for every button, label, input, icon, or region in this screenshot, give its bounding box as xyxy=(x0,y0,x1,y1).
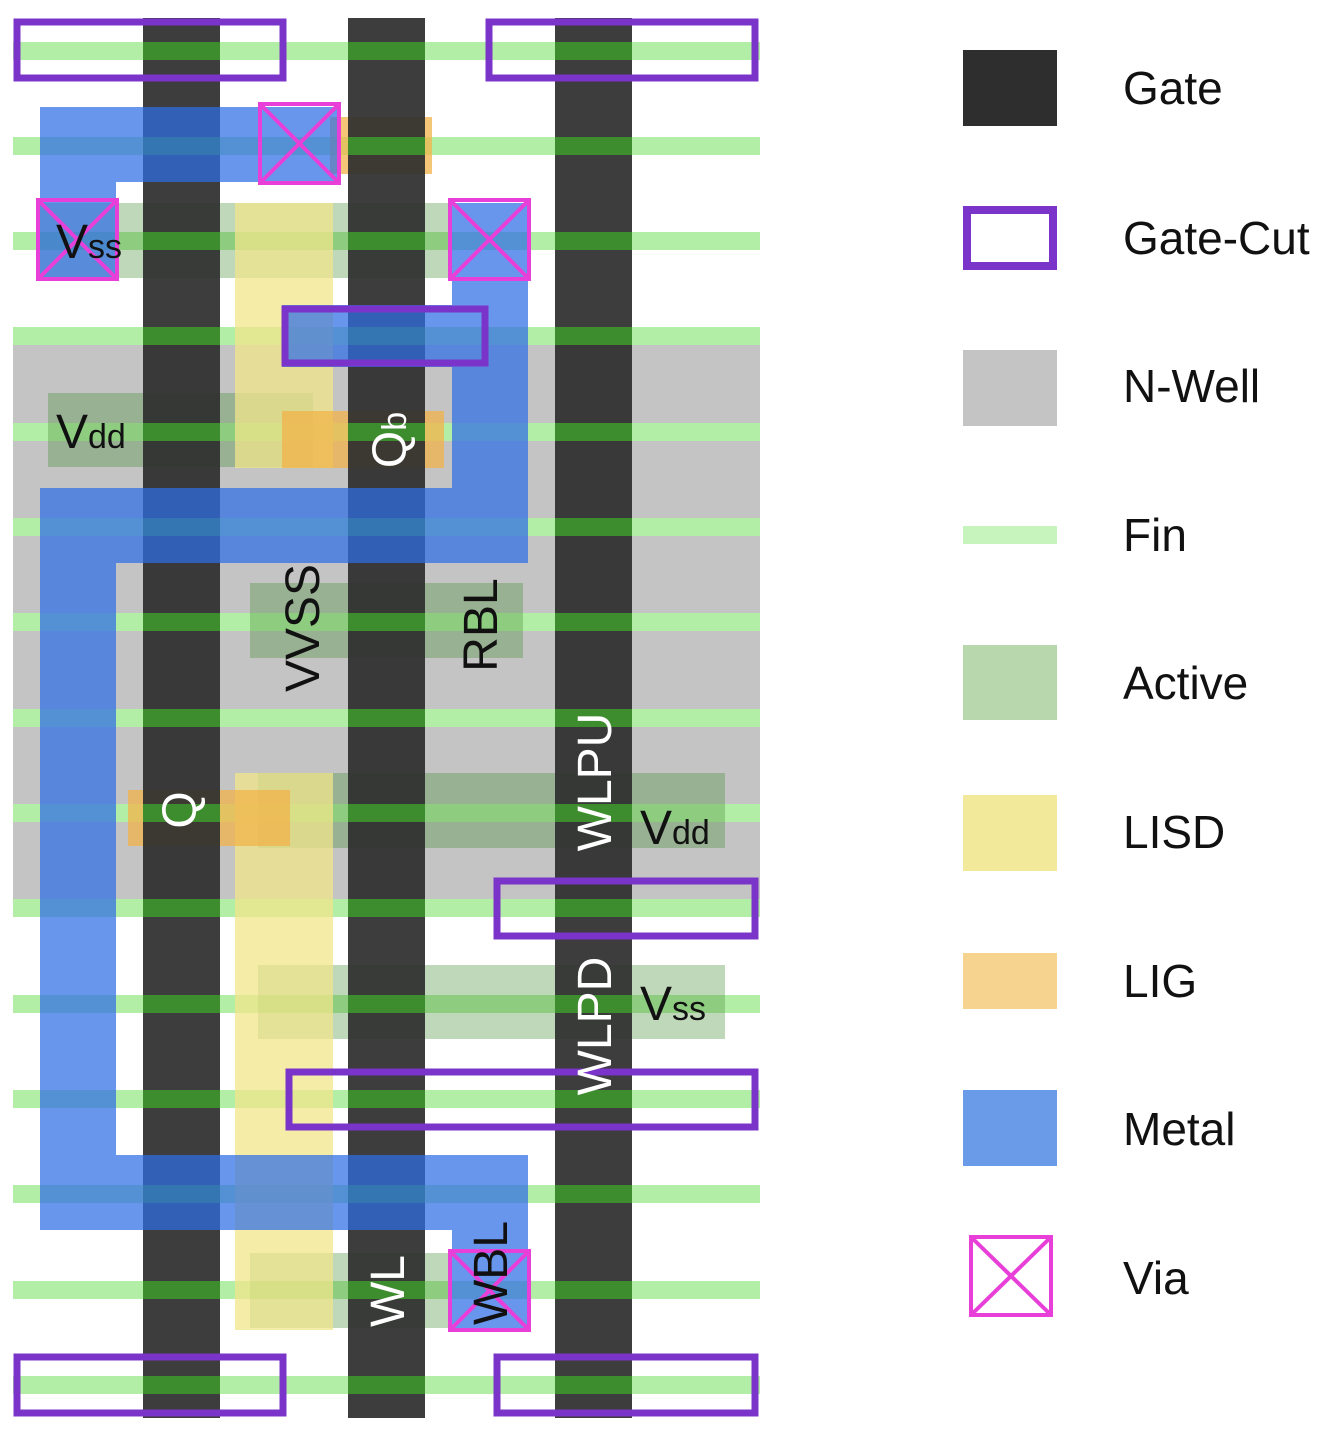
fin-gate-channel xyxy=(555,1281,632,1299)
active-region xyxy=(258,773,725,848)
gate-cut xyxy=(493,877,759,940)
gate-cut xyxy=(13,18,287,82)
label-vss-right: Vss xyxy=(640,978,706,1031)
legend-label-gate-cut: Gate-Cut xyxy=(1123,212,1310,264)
label-vvss: VVSS xyxy=(277,564,330,692)
gate-cut-layer xyxy=(13,18,759,1417)
label-wbl: WBL xyxy=(465,1221,518,1325)
fin-gate-channel xyxy=(555,327,632,345)
fin-gate-channel xyxy=(555,613,632,631)
fin-gate-channel xyxy=(348,42,425,60)
fin-gate-channel xyxy=(555,1185,632,1203)
label-qb: Qb xyxy=(364,412,417,468)
fin-gate-channel xyxy=(348,899,425,917)
via xyxy=(258,102,341,185)
fin-gate-channel xyxy=(143,327,220,345)
active-swatch xyxy=(963,645,1057,720)
legend-label-nwell: N-Well xyxy=(1123,360,1260,412)
legend-label-fin: Fin xyxy=(1123,509,1187,561)
metal-line xyxy=(40,488,528,563)
label-rbl: RBL xyxy=(455,578,508,671)
fin-gate-channel xyxy=(143,232,220,250)
label-wlpu: WLPU xyxy=(569,713,622,852)
fin-gate-channel xyxy=(143,995,220,1013)
fin-gate-channel xyxy=(348,804,425,822)
fin-gate-channel xyxy=(348,1090,425,1108)
fin-gate-channel xyxy=(348,423,425,441)
label-vss-top: Vss xyxy=(56,216,122,269)
fin-swatch xyxy=(963,526,1057,544)
fin-gate-channel xyxy=(143,899,220,917)
fin-gate-channel xyxy=(348,1376,425,1394)
active-region xyxy=(258,965,725,1039)
legend-label-active: Active xyxy=(1123,657,1248,709)
via xyxy=(448,198,531,281)
metal-line xyxy=(452,203,528,488)
label-vdd-right: Vdd xyxy=(640,802,710,855)
fin-gate-channel xyxy=(348,709,425,727)
legend-label-gate: Gate xyxy=(1123,62,1223,114)
fin-gate-channel xyxy=(555,232,632,250)
lisd-swatch xyxy=(963,795,1057,871)
fin-gate-channel xyxy=(555,518,632,536)
label-q: Q xyxy=(154,791,207,828)
gate-swatch xyxy=(963,50,1057,126)
fin-gate-channel xyxy=(143,42,220,60)
gate-cut xyxy=(281,305,489,367)
gate-cut xyxy=(485,18,759,82)
gate-cut xyxy=(285,1068,759,1131)
label-wl: WL xyxy=(362,1255,415,1327)
legend-label-lig: LIG xyxy=(1123,955,1197,1007)
fin-gate-channel xyxy=(555,42,632,60)
fin-gate-channel xyxy=(555,709,632,727)
via-layer xyxy=(36,102,531,1332)
fin-gate-channel xyxy=(348,995,425,1013)
fin-gate-channel xyxy=(143,1281,220,1299)
fin-gate-channel xyxy=(143,613,220,631)
fin-gate-channel xyxy=(555,899,632,917)
via xyxy=(448,1249,531,1332)
fin-gate-channel xyxy=(143,1090,220,1108)
fin-gate-channel xyxy=(143,804,220,822)
fin-gate-channel xyxy=(555,1090,632,1108)
gate-cut xyxy=(493,1353,759,1417)
fin-gate-channel xyxy=(555,423,632,441)
net-labels: Vss Vdd Qb VVSS RBL WLPU Q Vdd WLPD Vss … xyxy=(56,216,710,1327)
lig-swatch xyxy=(963,953,1057,1009)
metal-layer xyxy=(40,107,528,1330)
fin-on-gate-layer xyxy=(143,42,632,1394)
fin-gate-channel xyxy=(348,137,425,155)
fin-gate-channel xyxy=(555,1376,632,1394)
fin-gate-channel xyxy=(348,613,425,631)
metal-line xyxy=(40,563,116,1155)
fin-gate-channel xyxy=(348,1281,425,1299)
legend: Gate Gate-Cut N-Well Fin Active LISD LIG… xyxy=(963,50,1310,1317)
fin-gate-channel xyxy=(555,995,632,1013)
nwell-swatch xyxy=(963,350,1057,426)
legend-label-metal: Metal xyxy=(1123,1103,1235,1155)
gate-cut xyxy=(13,1353,287,1417)
legend-label-lisd: LISD xyxy=(1123,806,1225,858)
label-wlpd: WLPD xyxy=(569,957,622,1096)
lisd-region xyxy=(235,773,333,1330)
metal-swatch xyxy=(963,1090,1057,1166)
metal-line xyxy=(282,305,452,367)
fin-gate-channel xyxy=(143,709,220,727)
fin-gate-channel xyxy=(143,1376,220,1394)
metal-line xyxy=(40,1155,528,1230)
legend-label-via: Via xyxy=(1123,1252,1189,1304)
fin-gate-channel xyxy=(555,137,632,155)
fin-gate-channel xyxy=(555,804,632,822)
fin-gate-channel xyxy=(143,423,220,441)
label-vdd-left: Vdd xyxy=(56,406,126,459)
via-icon xyxy=(969,1235,1053,1317)
metal-line xyxy=(40,107,340,182)
via xyxy=(36,198,119,281)
gate-cut-swatch xyxy=(963,206,1057,270)
fin-gate-channel xyxy=(348,232,425,250)
